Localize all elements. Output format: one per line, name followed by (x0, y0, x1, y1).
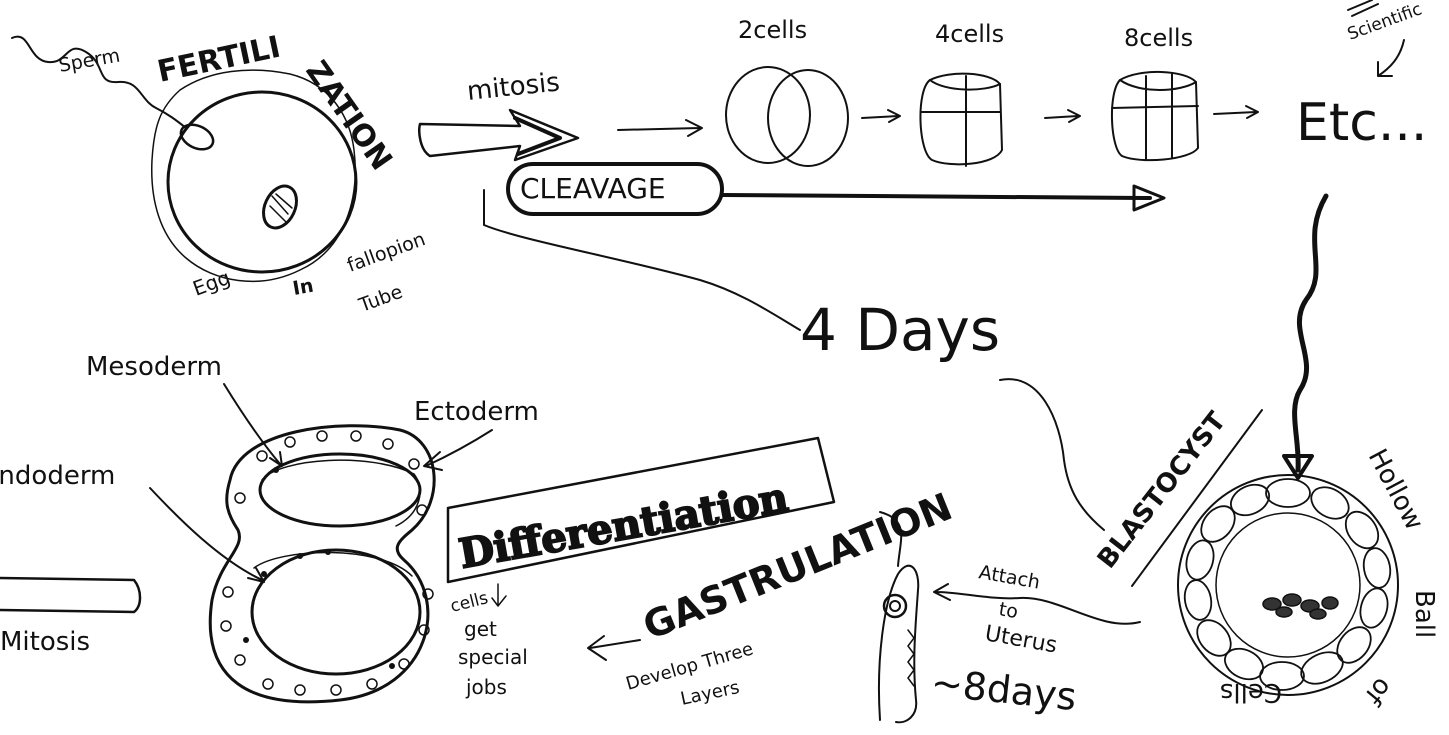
arrow-to-eight-cells (1044, 109, 1081, 123)
cells-get-arrow (491, 583, 507, 607)
fertilization-title-part1: FERTILI (154, 30, 283, 90)
mitosis-top-label: mitosis (466, 67, 562, 107)
uterus-lining (907, 629, 915, 687)
cleavage-arrow-line (720, 193, 1152, 200)
cleavage-label: CLEAVAGE (520, 172, 666, 205)
etc-to-blastocyst-arrow (1292, 193, 1329, 473)
mitosis-arrow-head-fill (513, 116, 562, 156)
get-label: get (464, 617, 497, 641)
eight-days-label: ~8days (929, 660, 1079, 719)
etc-label: Etc... (1296, 93, 1427, 153)
in-label: In (291, 275, 315, 300)
four-cells-label: 4cells (935, 20, 1004, 48)
uterus-connector (879, 511, 903, 567)
blastocyst-stage: BLASTOCYST Hollow Ball of Cells (999, 193, 1439, 711)
layers-label: Layers (679, 677, 742, 710)
eight-cells-label: 8cells (1124, 24, 1193, 52)
blastocyst-label: BLASTOCYST (1092, 406, 1232, 574)
eight-cell-divisions (1111, 73, 1199, 161)
sperm-label: Sperm (57, 45, 122, 77)
ectoderm-pointer (423, 429, 493, 471)
cleavage-stage: mitosis CLEAVAGE 4 Days (418, 67, 1166, 364)
differentiation-banner (446, 436, 836, 584)
arrow-to-two-cells (617, 119, 703, 137)
mitosis-bottom-arrow (0, 576, 142, 614)
blastocyst-arrow-head (1282, 454, 1314, 480)
sperm-tail (11, 35, 187, 129)
egg-label: Egg (190, 265, 234, 301)
fertilization-title-part2: ZATION (298, 55, 398, 177)
four-days-bracket (483, 189, 801, 331)
blastocyst-ball (1177, 474, 1399, 696)
fertilization-stage: Sperm FERTILI ZATION Egg In fallopion Tu… (11, 30, 428, 317)
special-label: special (458, 645, 528, 669)
scientific-arrow (1377, 39, 1405, 77)
arrow-to-etc (1213, 105, 1259, 119)
gastrulation-arrow (587, 635, 641, 661)
lower-cavity (250, 548, 422, 676)
cleavage-box (506, 162, 724, 216)
ectoderm-label: Ectoderm (414, 397, 539, 427)
cell-division-sequence: 2cells 4cells 8cells Etc... Scientific (725, 0, 1427, 167)
mesoderm-label: Mesoderm (86, 352, 222, 382)
upper-cavity (258, 452, 422, 528)
two-cells-label: 2cells (738, 16, 807, 44)
fallopion-label: fallopion (344, 228, 428, 277)
two-cell-right (767, 69, 849, 167)
ball-label: Ball (1409, 590, 1439, 638)
cells-label: Cells (1220, 677, 1282, 707)
germ-layers-figure: Mesoderm Ectoderm Endoderm (0, 352, 539, 704)
nucleus-scribble (269, 193, 293, 223)
four-days-to-blastocyst (999, 378, 1105, 531)
scientific-strokes (1347, 0, 1379, 17)
figure-eight-outer (208, 424, 436, 704)
mesoderm-pointer (223, 383, 283, 467)
cleavage-arrow-head (1132, 184, 1166, 212)
arrow-to-four-cells (861, 109, 901, 123)
endoderm-pointer (149, 487, 265, 583)
differentiation-label: Differentiation (456, 474, 792, 578)
jobs-label: jobs (465, 675, 507, 699)
blastocyst-cavity (1215, 512, 1361, 658)
endoderm-label: Endoderm (0, 461, 115, 491)
inner-cell-mass (1262, 593, 1339, 620)
hollow-label: Hollow (1362, 444, 1429, 535)
sperm-head (179, 123, 215, 151)
implantation-stage: Attach to Uterus ~8days (877, 511, 1141, 724)
mitosis-bottom-label: Mitosis (0, 627, 90, 657)
implanted-blastocyst (882, 593, 908, 619)
eight-cell-body (1111, 71, 1199, 162)
cells-get-label: cells (448, 588, 490, 617)
uterus-label: Uterus (983, 621, 1059, 658)
tube-label: Tube (355, 281, 405, 317)
egg-membrane (166, 90, 358, 274)
to-label: to (997, 598, 1020, 623)
blastocyst-label-underline (1131, 409, 1263, 587)
four-days-label: 4 Days (800, 296, 1000, 364)
blastocyst-cells (1183, 478, 1392, 691)
four-cell-divisions (921, 75, 1001, 167)
egg-nucleus (262, 184, 298, 230)
attach-label: Attach (977, 561, 1042, 593)
mesoderm-layer (261, 459, 421, 527)
four-cell-body (919, 72, 1003, 166)
attach-arrow (933, 583, 1141, 625)
two-cell-left (725, 66, 811, 164)
blastocyst-outer (1177, 474, 1399, 696)
egg-outer-layer (151, 69, 356, 283)
implanted-blastocyst-core (889, 600, 901, 612)
ectoderm-cells (220, 430, 434, 696)
mitosis-arrow (418, 108, 580, 162)
mesoderm-cells (243, 467, 395, 669)
uterus-wall (877, 564, 920, 724)
mitosis-bottom: Mitosis (0, 576, 142, 657)
of-label: of (1358, 672, 1398, 711)
